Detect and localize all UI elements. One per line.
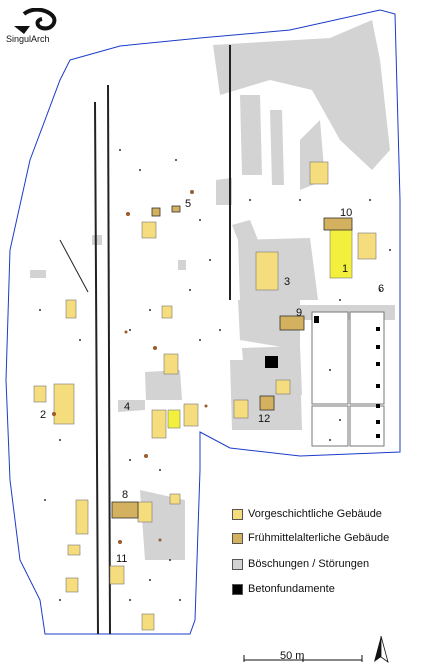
scale-bar <box>243 655 363 662</box>
building-label-8: 8 <box>122 489 128 501</box>
singularch-logo-icon <box>14 8 57 34</box>
building-label-10: 10 <box>340 207 352 219</box>
building-label-2: 2 <box>40 409 46 421</box>
building-label-5: 5 <box>185 198 191 210</box>
foundation-grid <box>311 311 385 447</box>
legend-swatch-prehistoric <box>232 509 243 520</box>
north-arrow-icon <box>374 635 389 663</box>
legend-swatch-medieval <box>232 533 243 544</box>
legend-swatch-concrete <box>232 584 243 595</box>
trench-lines <box>59 45 231 635</box>
legend-label-concrete: Betonfundamente <box>248 583 335 595</box>
disturbance-areas <box>30 20 395 560</box>
building-label-12: 12 <box>258 413 270 425</box>
medieval-buildings <box>111 205 353 519</box>
prehistoric-buildings <box>33 161 377 631</box>
building-label-11: 11 <box>116 553 127 565</box>
building-label-6: 6 <box>378 283 384 295</box>
logo-text: SingulArch <box>6 34 50 44</box>
scale-label: 50 m <box>280 650 305 662</box>
legend-swatch-disturbance <box>232 559 243 570</box>
legend-label-prehistoric: Vorgeschichtliche Gebäude <box>248 508 382 520</box>
pit-features <box>52 190 208 544</box>
concrete-foundations <box>265 316 380 438</box>
building-label-9: 9 <box>296 307 302 319</box>
legend-label-medieval: Frühmittelalterliche Gebäude <box>248 532 390 544</box>
building-label-1: 1 <box>342 263 348 275</box>
legend-label-disturbance: Böschungen / Störungen <box>248 558 370 570</box>
building-label-4: 4 <box>124 401 130 413</box>
small-features <box>39 149 391 601</box>
building-label-3: 3 <box>284 276 290 288</box>
